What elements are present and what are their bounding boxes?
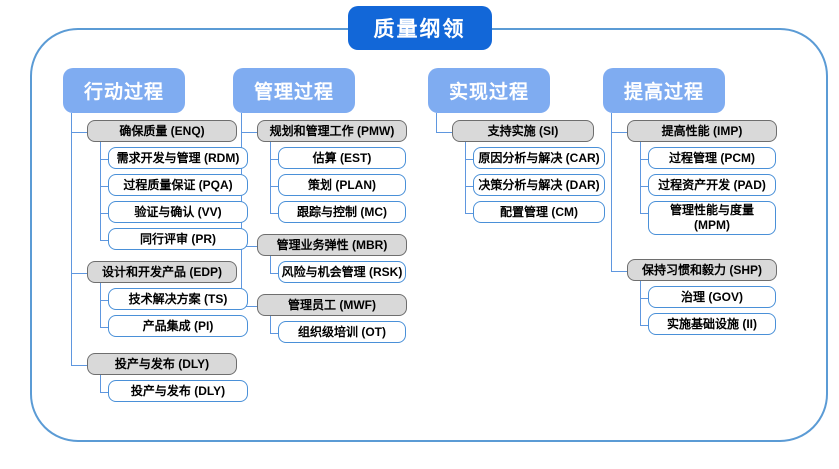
column-realization-process: 实现过程 支持实施 (SI) 原因分析与解决 (CAR) 决策分析与解决 (DA… — [428, 68, 605, 227]
process-item: 过程资产开发 (PAD) — [640, 169, 777, 196]
group-branch: 管理业务弹性 (MBR) 风险与机会管理 (RSK) — [241, 227, 407, 287]
process-box-mpm: 管理性能与度量 (MPM) — [648, 201, 776, 235]
process-box-vv: 验证与确认 (VV) — [108, 201, 248, 223]
group-box-pmw: 规划和管理工作 (PMW) — [257, 120, 407, 142]
process-item: 原因分析与解决 (CAR) — [465, 142, 605, 169]
group-children: 技术解决方案 (TS) 产品集成 (PI) — [100, 283, 248, 341]
column-tree: 提高性能 (IMP) 过程管理 (PCM) 过程资产开发 (PAD) 管理性能与… — [611, 113, 777, 339]
process-item: 实施基础设施 (II) — [640, 308, 777, 335]
diagram-title: 质量纲领 — [347, 6, 492, 50]
process-box-mc: 跟踪与控制 (MC) — [278, 201, 406, 223]
process-item: 策划 (PLAN) — [270, 169, 407, 196]
process-box-cm: 配置管理 (CM) — [473, 201, 605, 223]
group-box-dly: 投产与发布 (DLY) — [87, 353, 237, 375]
process-box-pad: 过程资产开发 (PAD) — [648, 174, 776, 196]
group-box-si: 支持实施 (SI) — [452, 120, 594, 142]
group-children: 需求开发与管理 (RDM) 过程质量保证 (PQA) 验证与确认 (VV) 同行… — [100, 142, 248, 254]
process-item: 风险与机会管理 (RSK) — [270, 256, 407, 283]
process-item: 配置管理 (CM) — [465, 196, 605, 223]
group-children: 风险与机会管理 (RSK) — [270, 256, 407, 287]
group-children: 组织级培训 (OT) — [270, 316, 407, 347]
process-box-rsk: 风险与机会管理 (RSK) — [278, 261, 406, 283]
group-branch: 规划和管理工作 (PMW) 估算 (EST) 策划 (PLAN) 跟踪与控制 (… — [241, 113, 407, 227]
group-box-edp: 设计和开发产品 (EDP) — [87, 261, 237, 283]
process-box-ts: 技术解决方案 (TS) — [108, 288, 248, 310]
process-box-gov: 治理 (GOV) — [648, 286, 776, 308]
group-children: 治理 (GOV) 实施基础设施 (II) — [640, 281, 777, 339]
column-header-action-process: 行动过程 — [63, 68, 185, 113]
group-children: 估算 (EST) 策划 (PLAN) 跟踪与控制 (MC) — [270, 142, 407, 227]
group-box-mbr: 管理业务弹性 (MBR) — [257, 234, 407, 256]
process-item: 估算 (EST) — [270, 142, 407, 169]
process-box-ii: 实施基础设施 (II) — [648, 313, 776, 335]
process-box-est: 估算 (EST) — [278, 147, 406, 169]
group-branch: 确保质量 (ENQ) 需求开发与管理 (RDM) 过程质量保证 (PQA) 验证… — [71, 113, 248, 254]
group-box-mwf: 管理员工 (MWF) — [257, 294, 407, 316]
group-box-imp: 提高性能 (IMP) — [627, 120, 777, 142]
process-item: 过程质量保证 (PQA) — [100, 169, 248, 196]
group-branch: 支持实施 (SI) 原因分析与解决 (CAR) 决策分析与解决 (DAR) 配置… — [436, 113, 605, 227]
process-item: 投产与发布 (DLY) — [100, 375, 248, 402]
process-box-dly: 投产与发布 (DLY) — [108, 380, 248, 402]
process-item: 过程管理 (PCM) — [640, 142, 777, 169]
process-item: 组织级培训 (OT) — [270, 316, 407, 343]
process-box-ot: 组织级培训 (OT) — [278, 321, 406, 343]
column-tree: 规划和管理工作 (PMW) 估算 (EST) 策划 (PLAN) 跟踪与控制 (… — [241, 113, 407, 347]
group-branch: 管理员工 (MWF) 组织级培训 (OT) — [241, 287, 407, 347]
process-box-pqa: 过程质量保证 (PQA) — [108, 174, 248, 196]
process-item: 同行评审 (PR) — [100, 223, 248, 250]
process-box-plan: 策划 (PLAN) — [278, 174, 406, 196]
column-header-management-process: 管理过程 — [233, 68, 355, 113]
group-branch: 投产与发布 (DLY) 投产与发布 (DLY) — [71, 341, 248, 406]
process-box-pr: 同行评审 (PR) — [108, 228, 248, 250]
column-header-improvement-process: 提高过程 — [603, 68, 725, 113]
process-item: 验证与确认 (VV) — [100, 196, 248, 223]
process-item: 跟踪与控制 (MC) — [270, 196, 407, 223]
group-box-enq: 确保质量 (ENQ) — [87, 120, 237, 142]
process-item: 技术解决方案 (TS) — [100, 283, 248, 310]
group-branch: 提高性能 (IMP) 过程管理 (PCM) 过程资产开发 (PAD) 管理性能与… — [611, 113, 777, 239]
process-box-car: 原因分析与解决 (CAR) — [473, 147, 605, 169]
group-box-shp: 保持习惯和毅力 (SHP) — [627, 259, 777, 281]
group-branch: 保持习惯和毅力 (SHP) 治理 (GOV) 实施基础设施 (II) — [611, 239, 777, 339]
process-box-pcm: 过程管理 (PCM) — [648, 147, 776, 169]
group-children: 投产与发布 (DLY) — [100, 375, 248, 406]
column-header-realization-process: 实现过程 — [428, 68, 550, 113]
group-branch: 设计和开发产品 (EDP) 技术解决方案 (TS) 产品集成 (PI) — [71, 254, 248, 341]
process-item: 治理 (GOV) — [640, 281, 777, 308]
column-tree: 确保质量 (ENQ) 需求开发与管理 (RDM) 过程质量保证 (PQA) 验证… — [71, 113, 248, 406]
process-box-pi: 产品集成 (PI) — [108, 315, 248, 337]
process-box-dar: 决策分析与解决 (DAR) — [473, 174, 605, 196]
process-box-rdm: 需求开发与管理 (RDM) — [108, 147, 248, 169]
column-management-process: 管理过程 规划和管理工作 (PMW) 估算 (EST) 策划 (PLAN) 跟踪… — [233, 68, 407, 347]
column-improvement-process: 提高过程 提高性能 (IMP) 过程管理 (PCM) 过程资产开发 (PAD) … — [603, 68, 777, 339]
column-action-process: 行动过程 确保质量 (ENQ) 需求开发与管理 (RDM) 过程质量保证 (PQ… — [63, 68, 248, 406]
group-children: 过程管理 (PCM) 过程资产开发 (PAD) 管理性能与度量 (MPM) — [640, 142, 777, 239]
process-item: 决策分析与解决 (DAR) — [465, 169, 605, 196]
process-item: 需求开发与管理 (RDM) — [100, 142, 248, 169]
process-item: 产品集成 (PI) — [100, 310, 248, 337]
group-children: 原因分析与解决 (CAR) 决策分析与解决 (DAR) 配置管理 (CM) — [465, 142, 605, 227]
column-tree: 支持实施 (SI) 原因分析与解决 (CAR) 决策分析与解决 (DAR) 配置… — [436, 113, 605, 227]
process-item: 管理性能与度量 (MPM) — [640, 196, 777, 235]
